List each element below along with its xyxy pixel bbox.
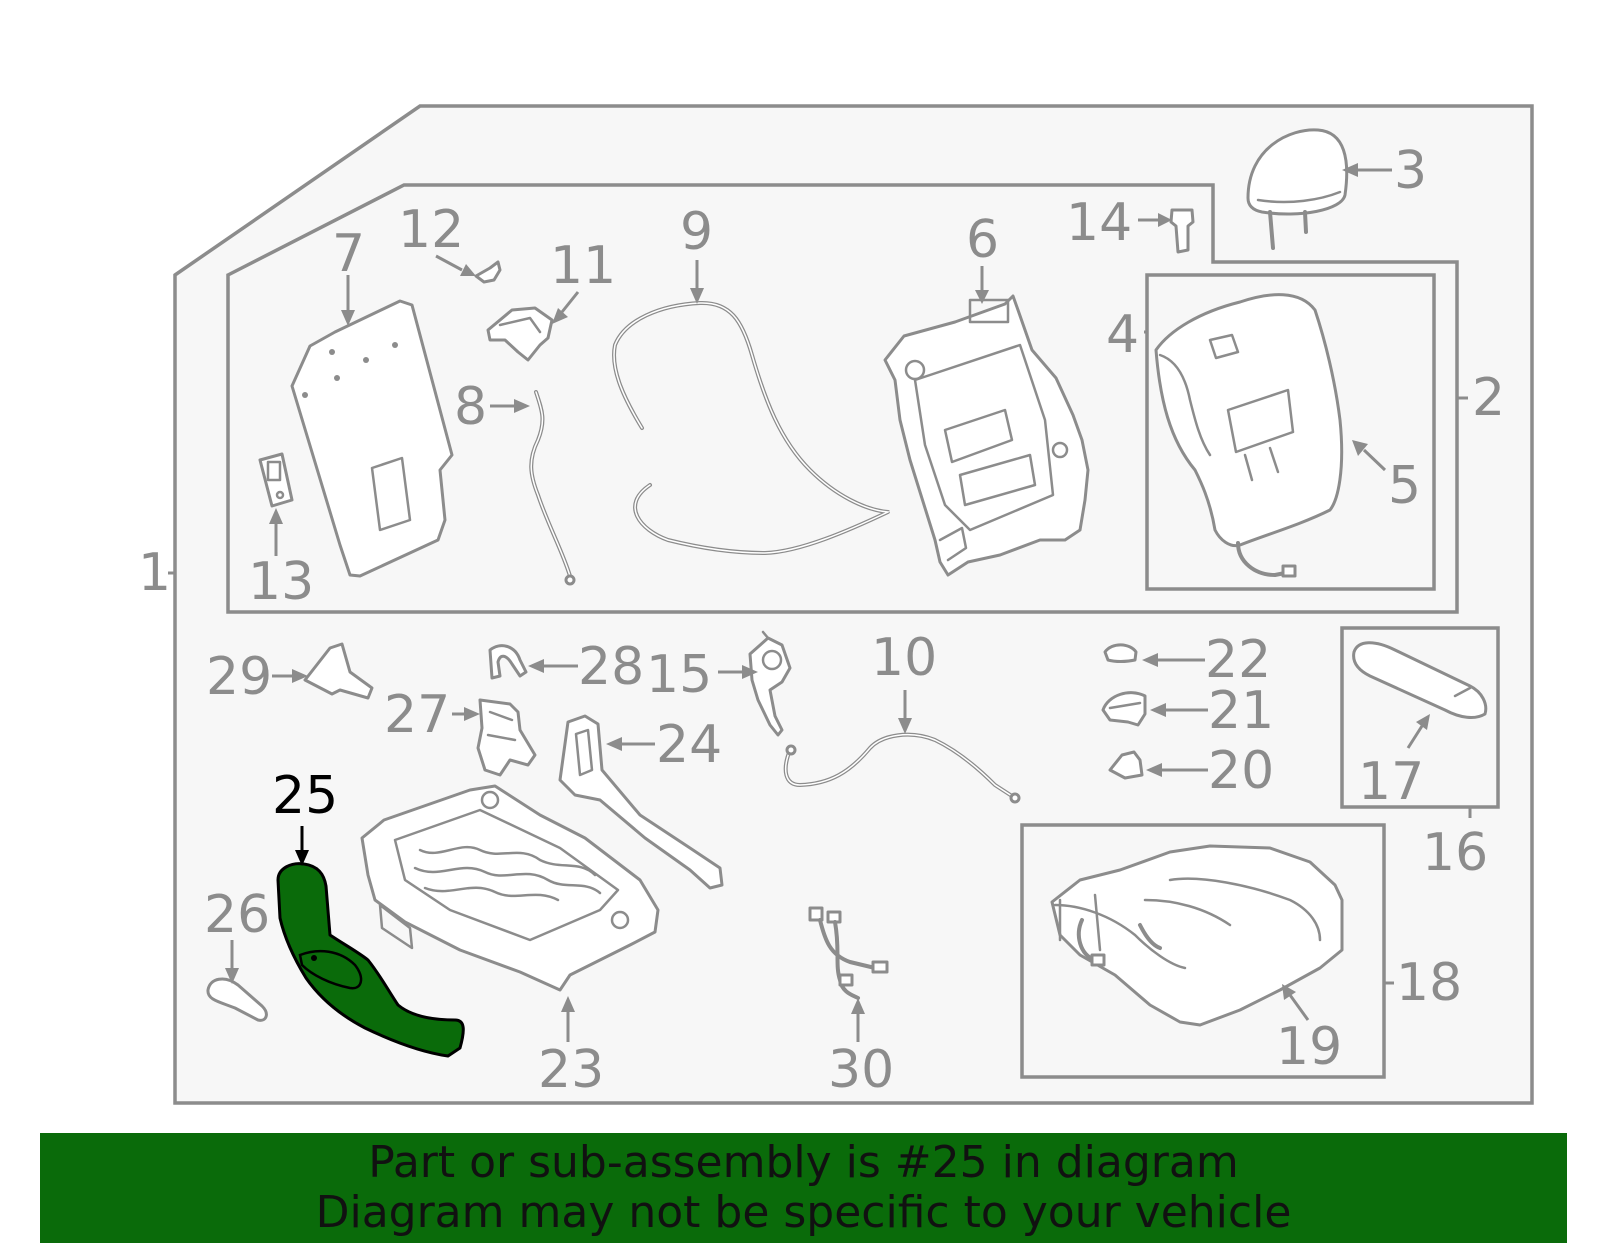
knob-part-26[interactable] bbox=[206, 977, 268, 1022]
callout-30[interactable]: 30 bbox=[828, 1040, 894, 1100]
banner-line-part-number: Part or sub-assembly is #25 in diagram bbox=[368, 1137, 1239, 1188]
callout-10[interactable]: 10 bbox=[871, 628, 937, 688]
callout-3[interactable]: 3 bbox=[1394, 141, 1427, 201]
knob-part-22[interactable] bbox=[1103, 643, 1138, 663]
callout-17[interactable]: 17 bbox=[1358, 752, 1424, 812]
clip-part-12[interactable] bbox=[474, 260, 502, 284]
banner-line-disclaimer: Diagram may not be specific to your vehi… bbox=[315, 1187, 1292, 1238]
callout-24[interactable]: 24 bbox=[656, 715, 722, 775]
seatback-cover-box bbox=[1145, 273, 1436, 591]
parts-diagram: 1 2 3 4 5 6 7 8 9 10 11 12 13 14 15 16 1… bbox=[138, 104, 1534, 1105]
callout-13[interactable]: 13 bbox=[248, 552, 314, 612]
callout-25[interactable]: 25 bbox=[272, 766, 338, 826]
info-banner: Part or sub-assembly is #25 in diagram D… bbox=[40, 1133, 1567, 1243]
seatback-frame-part[interactable] bbox=[883, 294, 1090, 577]
callout-11[interactable]: 11 bbox=[550, 236, 616, 296]
callout-28[interactable]: 28 bbox=[578, 637, 644, 697]
callout-26[interactable]: 26 bbox=[204, 885, 270, 945]
wire-frame-part-9[interactable] bbox=[612, 300, 891, 555]
seatback-cover-part[interactable] bbox=[1154, 293, 1344, 578]
callout-29[interactable]: 29 bbox=[206, 647, 272, 707]
callout-20[interactable]: 20 bbox=[1208, 741, 1274, 801]
callout-16[interactable]: 16 bbox=[1422, 823, 1488, 883]
seat-switch-part[interactable] bbox=[258, 452, 294, 508]
side-cover-part-25[interactable] bbox=[276, 862, 465, 1058]
seatback-board-part[interactable] bbox=[290, 299, 454, 578]
callout-14[interactable]: 14 bbox=[1066, 193, 1132, 253]
seat-cushion-box bbox=[1020, 823, 1386, 1079]
seat-cushion-pad-part[interactable] bbox=[1050, 844, 1344, 1027]
callout-12[interactable]: 12 bbox=[398, 200, 464, 260]
callout-4[interactable]: 4 bbox=[1106, 305, 1139, 365]
armrest-part[interactable] bbox=[1352, 641, 1488, 719]
bracket-part-27[interactable] bbox=[476, 698, 537, 777]
callout-15[interactable]: 15 bbox=[646, 645, 712, 705]
callout-18[interactable]: 18 bbox=[1396, 953, 1462, 1013]
callout-23[interactable]: 23 bbox=[538, 1040, 604, 1100]
callout-2[interactable]: 2 bbox=[1472, 368, 1505, 428]
wire-harness-part[interactable] bbox=[808, 906, 889, 1000]
headrest-part[interactable] bbox=[1246, 128, 1349, 250]
headrest-guide-part[interactable] bbox=[1169, 208, 1195, 254]
clip-part-28[interactable] bbox=[488, 644, 528, 680]
cover-part-21[interactable] bbox=[1101, 691, 1147, 727]
callout-1[interactable]: 1 bbox=[138, 543, 171, 603]
callout-labels: 1 2 3 4 5 6 7 8 9 10 11 12 13 14 15 16 1… bbox=[138, 141, 1505, 1100]
callout-7[interactable]: 7 bbox=[332, 224, 365, 284]
seat-cushion-frame-part[interactable] bbox=[360, 784, 660, 992]
armrest-box bbox=[1340, 626, 1500, 809]
callout-21[interactable]: 21 bbox=[1208, 681, 1274, 741]
cable-part-8[interactable] bbox=[529, 390, 576, 586]
cover-part-11[interactable] bbox=[486, 306, 554, 362]
callout-5[interactable]: 5 bbox=[1388, 456, 1421, 516]
callout-22[interactable]: 22 bbox=[1205, 630, 1271, 690]
callout-6[interactable]: 6 bbox=[966, 210, 999, 270]
cover-part-20[interactable] bbox=[1108, 750, 1144, 780]
leader-lines bbox=[168, 163, 1472, 1042]
cable-part-10[interactable] bbox=[783, 732, 1021, 804]
callout-27[interactable]: 27 bbox=[384, 685, 450, 745]
seatback-assembly-frame bbox=[226, 183, 1459, 614]
side-frame-part-24[interactable] bbox=[558, 714, 724, 890]
callout-8[interactable]: 8 bbox=[454, 377, 487, 437]
callout-19[interactable]: 19 bbox=[1276, 1017, 1342, 1077]
lumbar-part-15[interactable] bbox=[748, 630, 792, 737]
bracket-part-29[interactable] bbox=[303, 642, 374, 700]
callout-9[interactable]: 9 bbox=[680, 202, 713, 262]
